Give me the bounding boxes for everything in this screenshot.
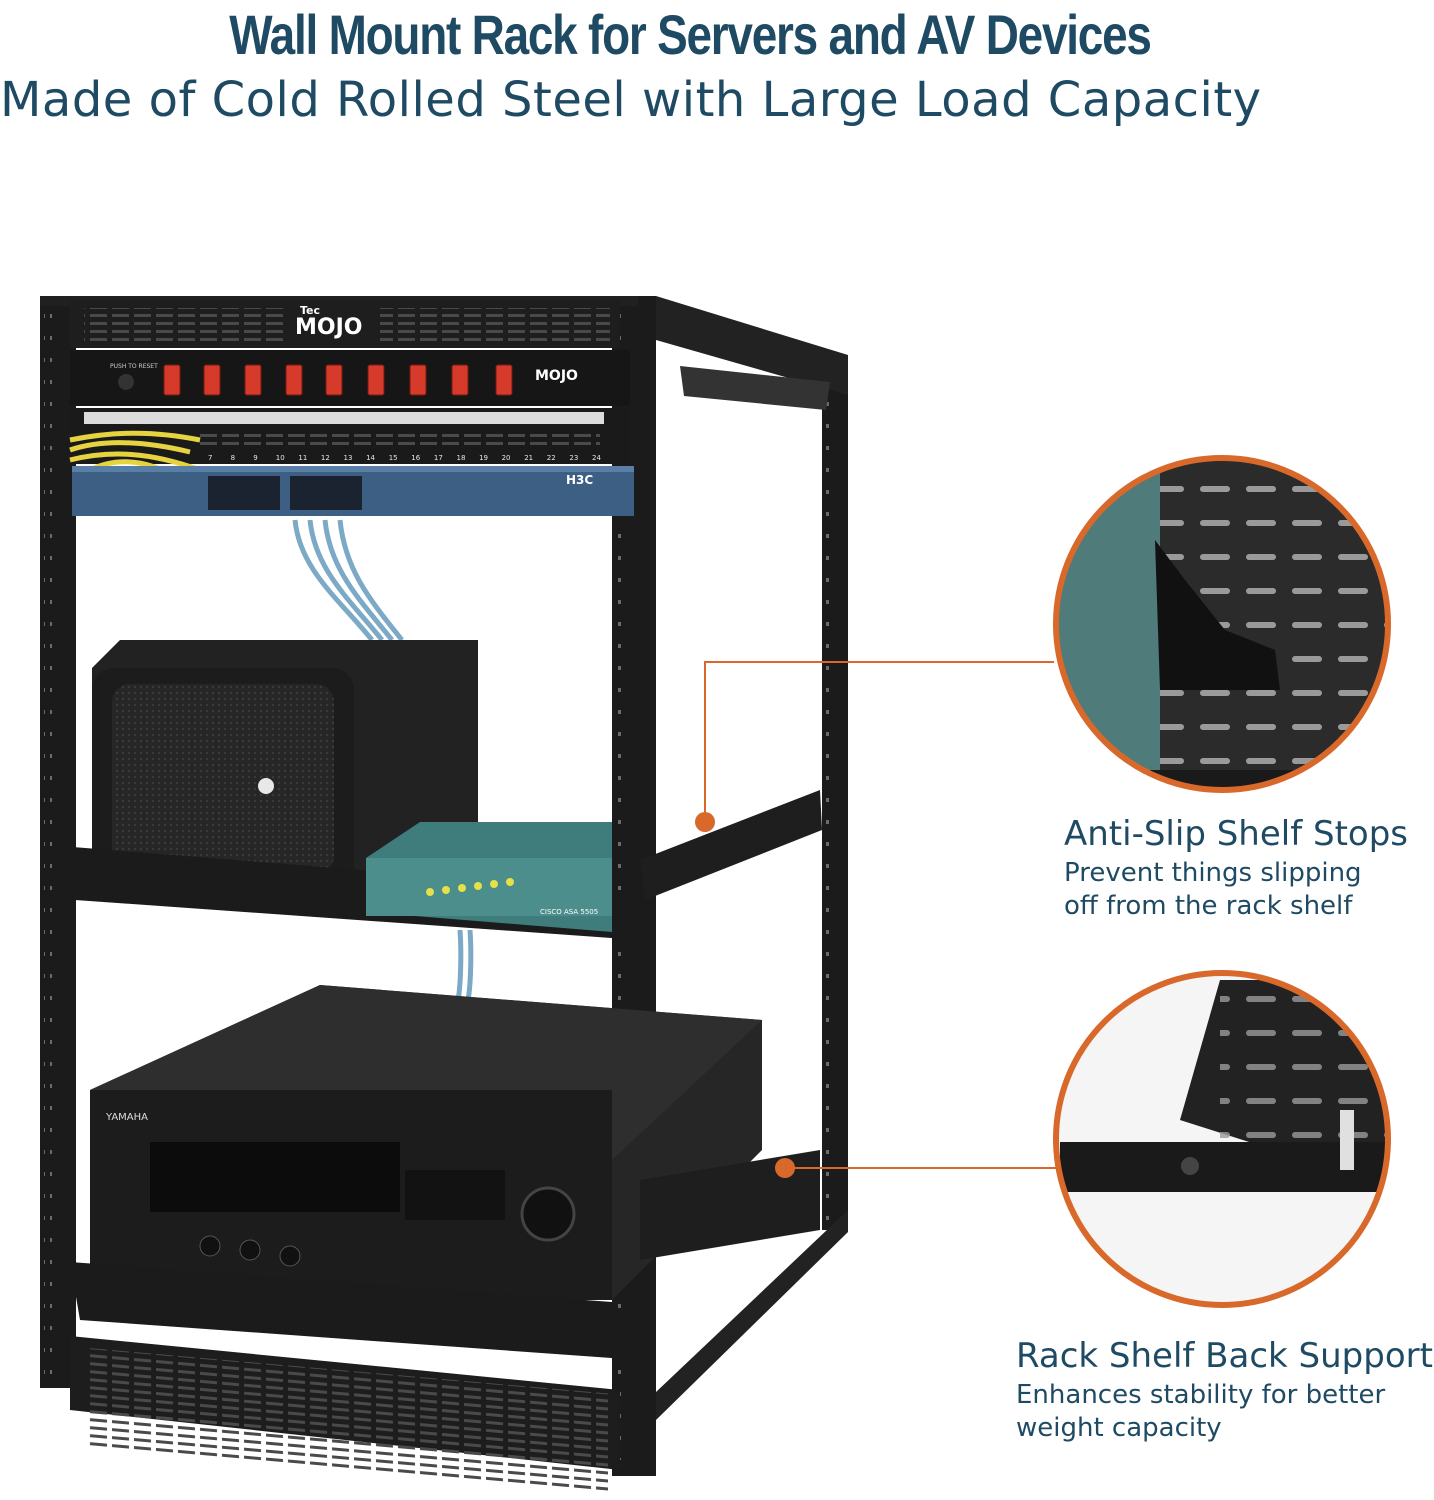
svg-text:Tec: Tec (300, 304, 320, 317)
port-number-label: 10 (276, 454, 285, 462)
port-number-label: 19 (479, 454, 488, 462)
av-receiver: YAMAHA (90, 985, 762, 1300)
firewall-device: CISCO ASA 5505 (366, 822, 612, 932)
port-number-label: 24 (592, 454, 601, 462)
svg-text:CISCO ASA 5505: CISCO ASA 5505 (540, 908, 598, 916)
port-number-label: 13 (344, 454, 353, 462)
callout-dot-1 (695, 812, 715, 832)
port-number-label: 11 (298, 454, 307, 462)
port-number-label: 16 (411, 454, 420, 462)
zoom-back-support (1053, 970, 1391, 1308)
subheadline: Made of Cold Rolled Steel with Large Loa… (0, 72, 1262, 128)
svg-text:MOJO: MOJO (535, 368, 578, 384)
zoom-shelf-stop (1053, 455, 1391, 793)
port-number-label: 20 (502, 454, 511, 462)
rack-shelf-bottom (70, 1150, 820, 1494)
callout-desc-back-support: Enhances stability for better weight cap… (1016, 1379, 1385, 1445)
callout-dot-2 (775, 1158, 795, 1178)
svg-text:H3C: H3C (566, 473, 593, 487)
port-number-label: 15 (389, 454, 398, 462)
port-number-label: 12 (321, 454, 330, 462)
nas-enclosure (92, 640, 478, 890)
port-number-label: 18 (457, 454, 466, 462)
callout-desc-line: off from the rack shelf (1064, 891, 1353, 921)
callout-connectors (704, 661, 1062, 1169)
callout-desc-line: Enhances stability for better (1016, 1380, 1386, 1410)
vent-panel-top: Tec MOJO (70, 300, 620, 348)
port-number-label: 22 (547, 454, 556, 462)
port-number-label: 23 (569, 454, 578, 462)
headline: Wall Mount Rack for Servers and AV Devic… (229, 3, 1152, 66)
svg-text:YAMAHA: YAMAHA (105, 1112, 148, 1123)
callout-desc-line: weight capacity (1016, 1413, 1222, 1443)
network-cables (292, 519, 474, 1001)
power-strip: PUSH TO RESET MOJO (70, 350, 630, 406)
patch-panel: 7 8 9 10 11 12 13 14 15 16 17 18 19 20 21 22 23 24 (69, 408, 630, 492)
callout-title-back-support: Rack Shelf Back Support (1016, 1336, 1433, 1376)
callout-desc-shelf-stops: Prevent things slipping off from the rac… (1064, 857, 1362, 923)
port-number-label: 7 (208, 454, 212, 462)
port-number-label: 21 (524, 454, 533, 462)
port-number-label: 14 (366, 454, 375, 462)
svg-text:PUSH TO RESET: PUSH TO RESET (110, 363, 158, 370)
callout-title-shelf-stops: Anti-Slip Shelf Stops (1064, 814, 1409, 854)
port-number-label: 9 (253, 454, 257, 462)
network-switch: H3C (72, 466, 634, 516)
port-number-label: 8 (231, 454, 235, 462)
callout-desc-line: Prevent things slipping (1064, 858, 1362, 888)
svg-text:MOJO: MOJO (295, 315, 362, 340)
port-number-label: 17 (434, 454, 443, 462)
